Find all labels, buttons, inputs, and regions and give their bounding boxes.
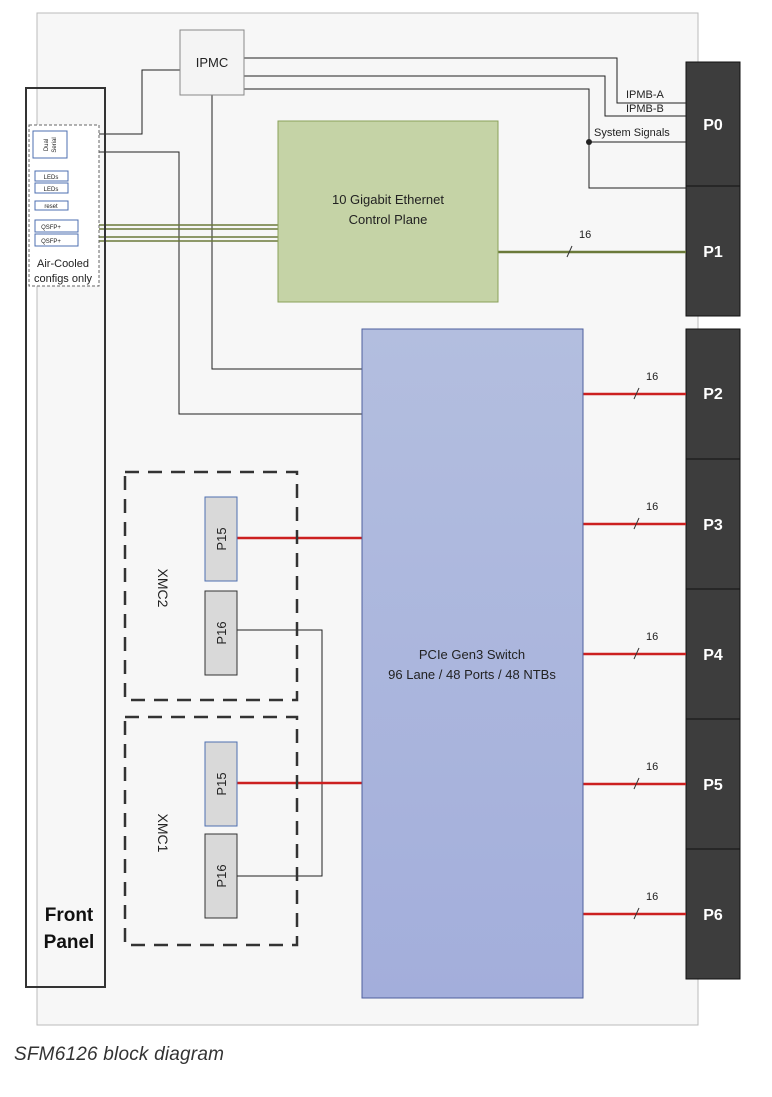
connector-p3-label: P3	[703, 517, 723, 534]
front-panel-label-line2: Panel	[44, 932, 95, 953]
system-signals-junction	[586, 139, 592, 145]
dual-serial-label-line2: Serial	[52, 137, 58, 152]
connector-p4-label: P4	[703, 647, 723, 664]
serial-switch-line	[98, 151, 362, 415]
management-signal-lines	[98, 57, 686, 877]
pcie-lanes	[237, 392, 686, 916]
ethernet-label-line1: 10 Gigabit Ethernet	[332, 192, 444, 207]
reset-label: reset	[44, 204, 58, 210]
xmc1-site	[123, 715, 299, 947]
backplane-connectors: P0 P1 P2 P3 P4 P5 P6	[685, 61, 741, 980]
ipmb-a-label: IPMB-A	[626, 89, 665, 101]
p1-lane-count: 16	[579, 229, 591, 241]
p5-lane-tick	[633, 777, 640, 790]
ipmb-b-label: IPMB-B	[626, 103, 664, 115]
leds-1	[34, 170, 69, 182]
xmc1-p15-connector	[204, 741, 238, 827]
dual-serial-port	[32, 130, 68, 159]
pcie-lane-ticks	[633, 387, 640, 920]
xmc2-p16-label: P16	[214, 621, 229, 644]
ipmc-block	[179, 29, 245, 96]
connector-p0-label: P0	[703, 117, 723, 134]
system-signals-label: System Signals	[594, 127, 670, 139]
dual-serial-label-line1: Dual	[44, 139, 50, 151]
connector-p2	[685, 328, 741, 460]
air-cooled-note-line1: Air-Cooled	[37, 258, 89, 270]
p5-lane-count: 16	[646, 761, 658, 773]
system-signals-line	[244, 88, 686, 189]
reset-button	[34, 200, 69, 211]
connector-p1	[685, 185, 741, 317]
ethernet-label-line2: Control Plane	[349, 212, 428, 227]
p1-lane-tick	[566, 245, 573, 258]
xmc1-p16-connector	[204, 833, 238, 919]
qsfp-port-2-label: QSFP+	[41, 239, 61, 245]
ipmc-serial-line	[98, 69, 180, 135]
xmc2-site	[123, 470, 299, 702]
ipmc-switch-line	[211, 95, 362, 370]
xmc2-p15-connector	[204, 496, 238, 582]
qsfp-port-1	[34, 219, 79, 233]
xmc1-label: XMC1	[155, 814, 171, 853]
pcie-switch-label-line1: PCIe Gen3 Switch	[419, 647, 525, 662]
connector-p3	[685, 458, 741, 590]
xmc1-p16-label: P16	[214, 864, 229, 887]
ipmb-b-line	[244, 75, 686, 117]
xmc2-p15-label: P15	[214, 527, 229, 550]
p3-lane-count: 16	[646, 501, 658, 513]
air-cooled-note-line2: configs only	[34, 273, 93, 285]
p6-lane-tick	[633, 907, 640, 920]
xmc1-p15-label: P15	[214, 772, 229, 795]
connector-p6-label: P6	[703, 907, 723, 924]
xmc2-p16-connector	[204, 590, 238, 676]
connector-p5-label: P5	[703, 777, 723, 794]
ethernet-lines	[78, 224, 686, 254]
leds-1-label: LEDs	[44, 175, 59, 181]
p6-lane-count: 16	[646, 891, 658, 903]
xmc-p16-link	[236, 629, 323, 877]
front-panel-label-line1: Front	[45, 905, 94, 926]
connector-p0	[685, 61, 741, 187]
p2-lane-tick	[633, 387, 640, 400]
front-panel	[25, 87, 106, 988]
p2-lane-count: 16	[646, 371, 658, 383]
p3-lane-tick	[633, 517, 640, 530]
qsfp-port-1-label: QSFP+	[41, 225, 61, 231]
xmc2-label: XMC2	[155, 569, 171, 608]
qsfp-port-2	[34, 233, 79, 247]
pcie-switch-block	[361, 328, 584, 999]
connector-p4	[685, 588, 741, 720]
p4-lane-count: 16	[646, 631, 658, 643]
ipmc-label: IPMC	[196, 55, 229, 70]
leds-2	[34, 182, 69, 194]
pcie-switch-label-line2: 96 Lane / 48 Ports / 48 NTBs	[388, 667, 556, 682]
diagram-caption: SFM6126 block diagram	[14, 1044, 225, 1065]
connector-p1-label: P1	[703, 244, 723, 261]
ethernet-control-plane-block	[277, 120, 499, 303]
p4-lane-tick	[633, 647, 640, 660]
leds-2-label: LEDs	[44, 187, 59, 193]
ipmb-a-line	[244, 57, 686, 104]
connector-p2-label: P2	[703, 386, 723, 403]
